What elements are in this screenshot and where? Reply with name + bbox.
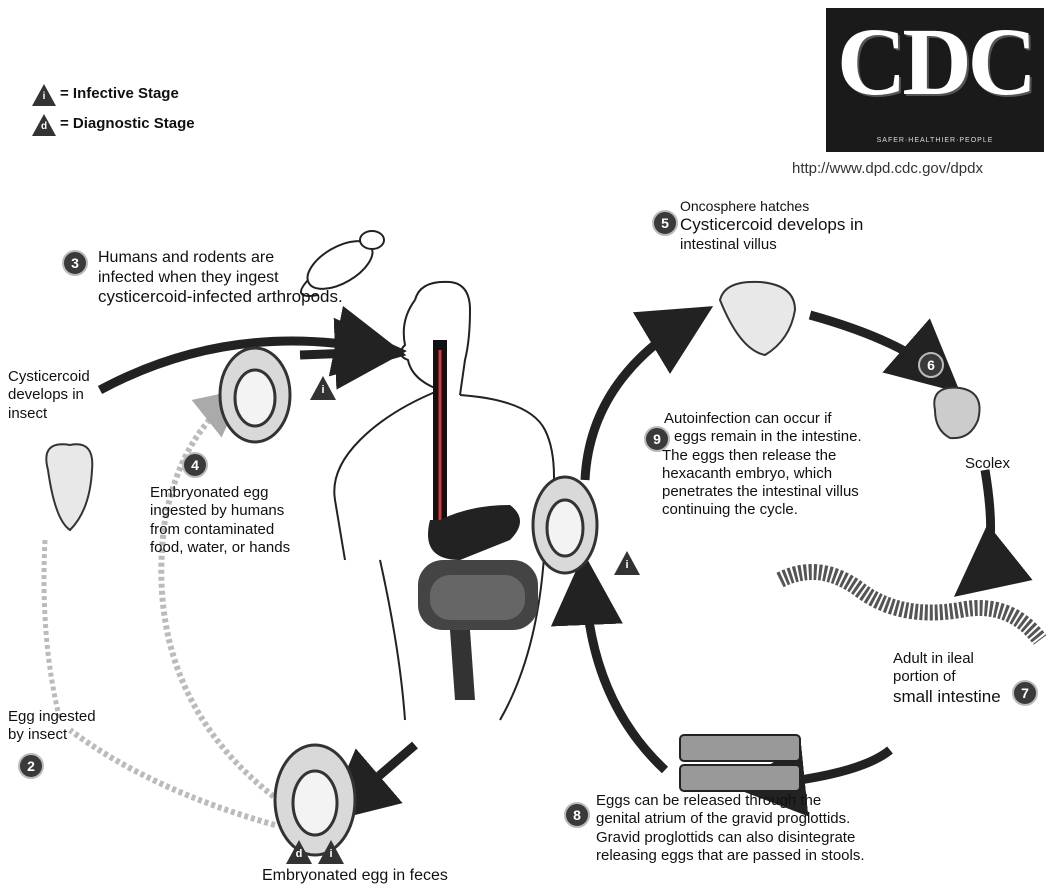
scolex-figure [934, 388, 979, 439]
step-7-text: Adult in ileal portion of small intestin… [893, 650, 1001, 707]
step-4-text: Embryonated egg ingested by humans from … [150, 484, 290, 557]
infective-marker-egg4: i [310, 376, 336, 400]
arrow-feces-egg-to-ingestion [161, 400, 285, 805]
digestive-tract [418, 340, 538, 700]
step-2-text: Egg ingested by insect [8, 708, 96, 745]
infective-marker-feces: i [318, 840, 344, 864]
egg-feces [275, 745, 355, 855]
arrow-proglottids-to-egg [585, 580, 665, 770]
egg-autoinfection [533, 477, 597, 573]
arrow-feces-egg-to-insect [70, 730, 275, 825]
cysticercoid-insect-figure [46, 444, 92, 530]
diagnostic-marker-feces: d [286, 840, 312, 864]
adult-worm-figure [780, 572, 1040, 640]
step-4-badge: 4 [182, 452, 208, 478]
step-7-badge: 7 [1012, 680, 1038, 706]
step-6-label: Scolex [965, 455, 1010, 473]
step-5-text: Oncosphere hatches Cysticercoid develops… [680, 198, 863, 254]
arrow-egg-to-human [300, 352, 380, 355]
egg-4 [220, 348, 290, 442]
step-6-badge: 6 [918, 352, 944, 378]
step-8-text: Eggs can be released through the genital… [596, 792, 865, 865]
arrow-insect-cycle [44, 540, 60, 720]
arrow-scolex-to-adult [975, 470, 991, 580]
step-5-badge: 5 [652, 210, 678, 236]
cysticercoid-insect-text: Cysticercoid develops in insect [8, 368, 90, 423]
egg-in-feces-label: Embryonated egg in feces [262, 866, 448, 886]
step-3-badge: 3 [62, 250, 88, 276]
step-8-badge: 8 [564, 802, 590, 828]
villus-cysticercoid-figure [720, 282, 795, 355]
step-2-badge: 2 [18, 753, 44, 779]
infective-marker-autoinfection: i [614, 551, 640, 575]
step-3-text: Humans and rodents are infected when the… [98, 248, 343, 308]
proglottids-figure [680, 735, 800, 791]
step-9-text: Autoinfection can occur if eggs remain i… [662, 410, 862, 520]
